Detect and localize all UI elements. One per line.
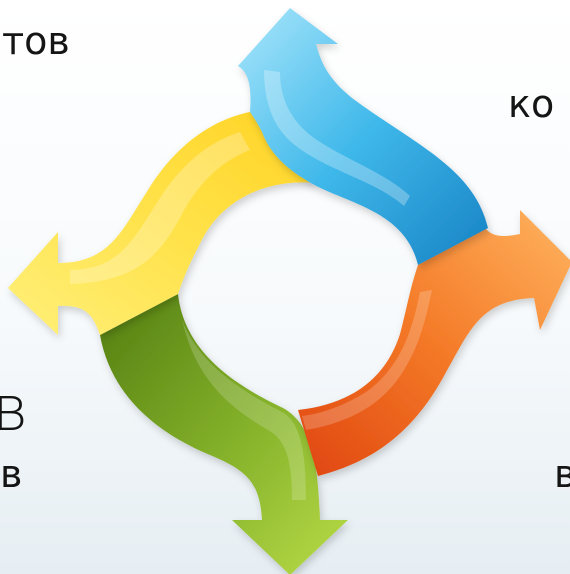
green-arrow	[100, 294, 348, 574]
label-top-right: ко	[508, 82, 555, 126]
orange-arrow	[298, 210, 570, 476]
label-left-large: в	[0, 372, 29, 445]
label-left-small: в	[0, 452, 23, 496]
label-bottom-right: в	[554, 452, 570, 496]
label-top-left: тов	[2, 19, 70, 63]
blue-arrow	[238, 8, 488, 265]
yellow-arrow	[8, 112, 318, 335]
